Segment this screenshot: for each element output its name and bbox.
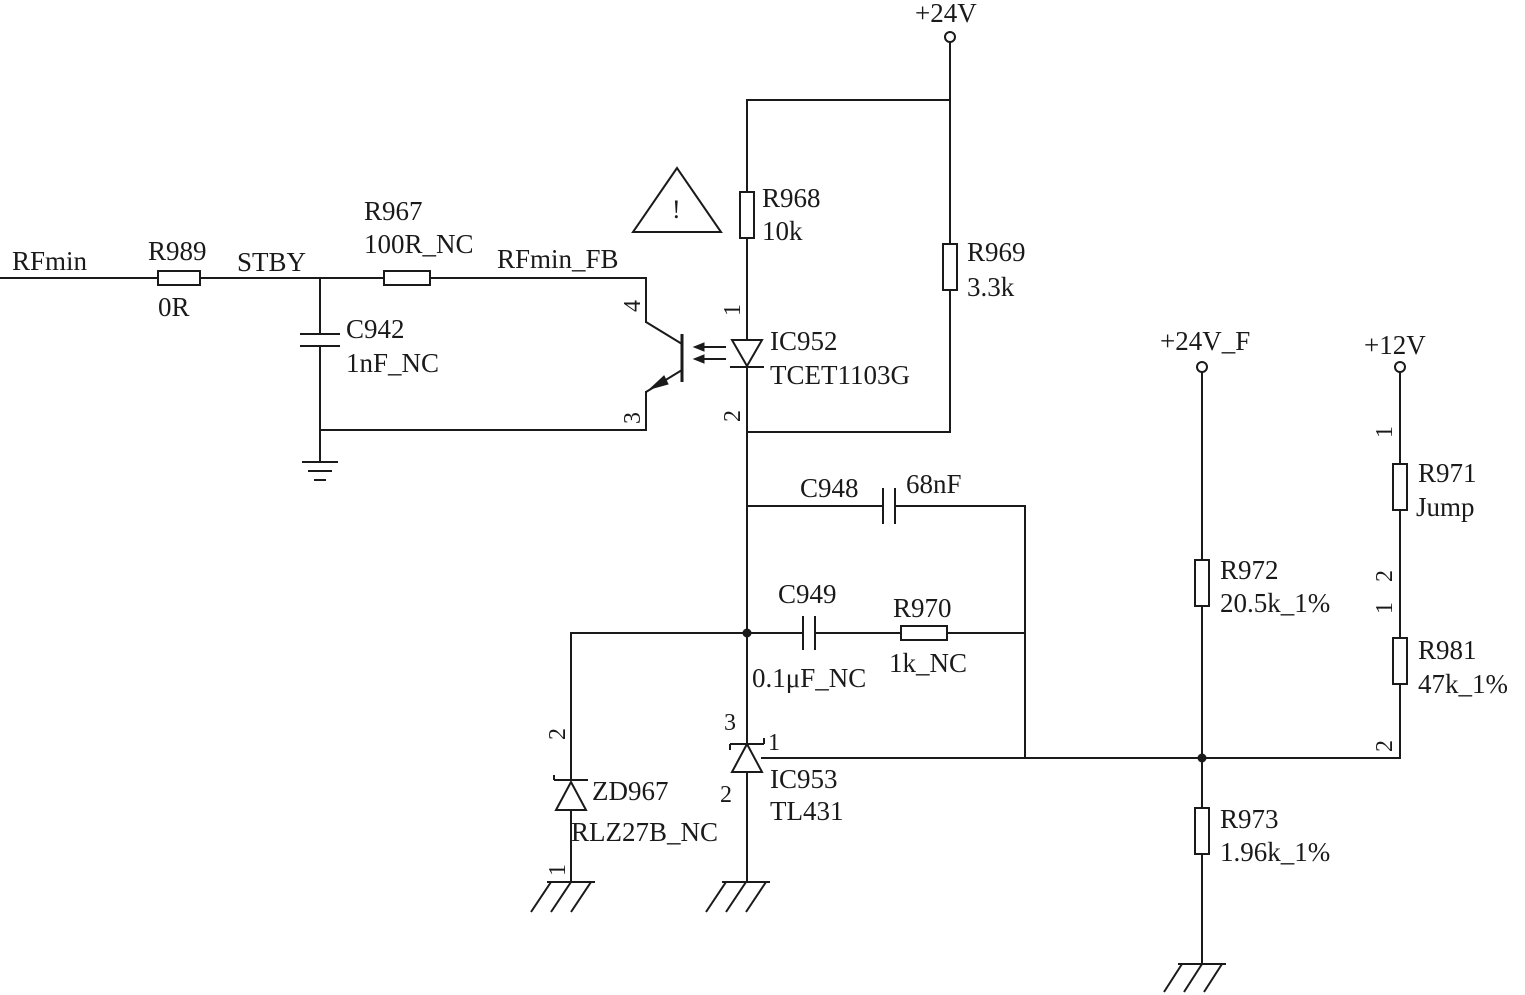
net-label-12v: +12V: [1364, 330, 1426, 360]
power-24v: +24V: [915, 0, 977, 43]
value-r972: 20.5k_1%: [1220, 588, 1330, 618]
ref-c949: C949: [778, 579, 837, 609]
shunt-regulator-ic953: 3 1 2 IC953 TL431: [720, 710, 844, 826]
chassis-ground-r973: [1163, 963, 1226, 993]
junction-dot: [742, 628, 752, 638]
value-ic953: TL431: [770, 796, 844, 826]
power-24v-f: +24V_F: [1160, 326, 1250, 373]
junctions: [742, 628, 1207, 763]
pin-ic952-1: 1: [720, 304, 746, 316]
net-label-rfmin: RFmin: [12, 246, 88, 276]
net-label-stby: STBY: [237, 247, 306, 277]
pin-ic952-3: 3: [620, 412, 646, 424]
capacitor-c949: C949 0.1μF_NC: [752, 579, 866, 693]
warning-triangle-icon: !: [631, 166, 723, 233]
chassis-ground-ic953: [705, 881, 770, 913]
pin-ic953-1: 1: [768, 730, 780, 756]
value-r967: 100R_NC: [364, 229, 474, 259]
ref-c948: C948: [800, 473, 859, 503]
junction-dot: [1197, 753, 1207, 763]
capacitor-c948: C948 68nF: [800, 469, 962, 524]
ref-ic953: IC953: [770, 764, 838, 794]
ref-r968: R968: [762, 183, 821, 213]
zener-zd967: ZD967 RLZ27B_NC 2 1: [545, 728, 718, 876]
pin-r981-2: 2: [1372, 740, 1398, 752]
net-label-24v: +24V: [915, 0, 977, 28]
ref-r969: R969: [967, 237, 1026, 267]
ref-zd967: ZD967: [592, 776, 669, 806]
warning-mark: !: [672, 195, 681, 224]
resistor-r968: R968 10k: [739, 183, 821, 246]
value-c942: 1nF_NC: [346, 348, 439, 378]
value-zd967: RLZ27B_NC: [571, 817, 718, 847]
resistor-r970: R970 1k_NC: [889, 593, 967, 678]
pin-r971-2: 2: [1372, 570, 1398, 582]
net-label-24v-f: +24V_F: [1160, 326, 1250, 356]
resistor-r973: R973 1.96k_1%: [1194, 804, 1330, 867]
value-r970: 1k_NC: [889, 648, 967, 678]
ref-r972: R972: [1220, 555, 1279, 585]
ground-symbol: [302, 461, 338, 481]
ref-r989: R989: [148, 236, 207, 266]
chassis-ground-zd967: [530, 881, 595, 913]
resistor-r972: R972 20.5k_1%: [1194, 555, 1330, 618]
pin-ic953-2: 2: [720, 782, 732, 808]
net-label-rfmin-fb: RFmin_FB: [497, 244, 619, 274]
pin-r971-1: 1: [1372, 426, 1398, 438]
power-12v: +12V: [1364, 330, 1426, 373]
value-r973: 1.96k_1%: [1220, 837, 1330, 867]
resistor-r989: R989 0R: [148, 236, 207, 322]
ref-r973: R973: [1220, 804, 1279, 834]
resistor-r967: R967 100R_NC: [364, 196, 474, 286]
optocoupler-ic952: IC952 TCET1103G 1 2 4 3: [620, 300, 910, 424]
resistor-r981: R981 47k_1% 1 2: [1372, 602, 1508, 752]
capacitor-c942: C942 1nF_NC: [300, 314, 439, 378]
pin-ic952-4: 4: [620, 300, 646, 312]
ref-r981: R981: [1418, 635, 1477, 665]
value-r989: 0R: [158, 292, 190, 322]
value-r981: 47k_1%: [1418, 669, 1508, 699]
pin-ic952-2: 2: [720, 410, 746, 422]
resistor-r971: R971 Jump 1 2: [1372, 426, 1477, 582]
value-c949: 0.1μF_NC: [752, 663, 866, 693]
value-r968: 10k: [762, 216, 803, 246]
value-ic952: TCET1103G: [770, 360, 910, 390]
wires: [0, 41, 1401, 965]
value-c948: 68nF: [906, 469, 962, 499]
value-r969: 3.3k: [967, 272, 1015, 302]
pin-ic953-3: 3: [724, 710, 736, 736]
value-r971: Jump: [1416, 492, 1475, 522]
ref-ic952: IC952: [770, 326, 838, 356]
ref-r970: R970: [893, 593, 952, 623]
pin-zd967-2: 2: [545, 728, 571, 740]
ref-r971: R971: [1418, 458, 1477, 488]
pin-r981-1: 1: [1372, 602, 1398, 614]
resistor-r969: R969 3.3k: [942, 237, 1026, 302]
ref-r967: R967: [364, 196, 423, 226]
ref-c942: C942: [346, 314, 405, 344]
pin-zd967-1: 1: [545, 864, 571, 876]
